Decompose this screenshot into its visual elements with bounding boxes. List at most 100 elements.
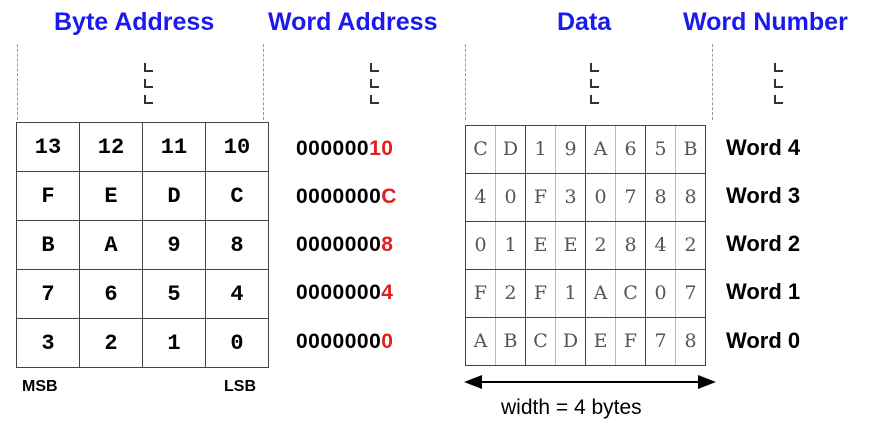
byte-cell: 9 <box>142 220 206 270</box>
word-address-prefix: 0000000 <box>296 233 382 256</box>
byte-cell: 3 <box>16 318 80 368</box>
byte-cell: 6 <box>79 269 143 319</box>
data-nibble: C <box>473 138 488 160</box>
data-nibble: C <box>533 330 548 352</box>
data-nibble: F <box>615 318 645 365</box>
data-nibble: 4 <box>654 234 667 256</box>
data-nibble: 1 <box>555 270 585 317</box>
data-nibble: D <box>555 318 585 365</box>
data-nibble: E <box>593 330 608 352</box>
word-number-ellipsis <box>770 54 790 114</box>
word-address: 00000000 <box>296 330 446 354</box>
word-number-label: Word 3 <box>726 183 801 208</box>
data-header: Data <box>557 8 612 36</box>
word-number-label: Word 4 <box>726 135 801 160</box>
data-nibble: A <box>593 138 608 160</box>
byte-cell: 11 <box>142 122 206 172</box>
data-nibble: A <box>473 330 488 352</box>
word-address-offset: 4 <box>381 281 394 304</box>
word-address: 00000004 <box>296 281 446 305</box>
word-address-prefix: 000000 <box>296 137 370 160</box>
byte-cell: B <box>16 220 80 270</box>
data-nibble: 6 <box>615 126 645 173</box>
width-arrow <box>464 375 716 389</box>
byte-right-guide <box>263 44 264 120</box>
data-nibble: B <box>495 318 525 365</box>
word-address: 00000008 <box>296 233 446 257</box>
data-nibble: D <box>495 126 525 173</box>
data-right-guide <box>712 44 713 120</box>
data-nibble: B <box>675 126 705 173</box>
data-nibble: A <box>593 282 608 304</box>
data-nibble: 8 <box>654 186 667 208</box>
data-nibble: 8 <box>615 222 645 269</box>
byte-cell: 13 <box>16 122 80 172</box>
word-address-ellipsis <box>366 54 386 114</box>
data-nibble: 0 <box>654 282 667 304</box>
data-left-guide <box>465 44 466 120</box>
data-nibble: 4 <box>474 186 487 208</box>
word-address-offset: 0 <box>381 330 394 353</box>
data-nibble: 8 <box>675 174 705 221</box>
data-nibble: 3 <box>555 174 585 221</box>
word-address-prefix: 0000000 <box>296 185 382 208</box>
data-nibble: 7 <box>675 270 705 317</box>
width-label: width = 4 bytes <box>501 396 642 419</box>
data-nibble: F <box>533 186 548 208</box>
byte-address-header: Byte Address <box>54 8 215 36</box>
word-address-offset: 10 <box>369 137 394 160</box>
byte-left-guide <box>17 44 18 120</box>
data-nibble: 0 <box>594 186 607 208</box>
word-address-prefix: 0000000 <box>296 281 382 304</box>
data-nibble: 2 <box>675 222 705 269</box>
byte-cell: 0 <box>205 318 269 368</box>
data-nibble: 1 <box>534 138 547 160</box>
data-nibble: 2 <box>594 234 607 256</box>
byte-cell: 12 <box>79 122 143 172</box>
data-nibble: E <box>555 222 585 269</box>
data-nibble: 5 <box>654 138 667 160</box>
byte-cell: 2 <box>79 318 143 368</box>
data-nibble: 7 <box>654 330 667 352</box>
word-address-offset: C <box>381 185 397 208</box>
data-nibble: 2 <box>495 270 525 317</box>
byte-ellipsis <box>140 54 160 114</box>
word-address: 00000010 <box>296 137 446 161</box>
byte-cell: 1 <box>142 318 206 368</box>
word-address-header: Word Address <box>268 8 438 36</box>
byte-cell: 10 <box>205 122 269 172</box>
byte-cell: A <box>79 220 143 270</box>
word-address-offset: 8 <box>381 233 394 256</box>
byte-cell: 8 <box>205 220 269 270</box>
msb-label: MSB <box>22 378 58 395</box>
word-number-label: Word 0 <box>726 328 801 353</box>
data-nibble: 7 <box>615 174 645 221</box>
byte-cell: 4 <box>205 269 269 319</box>
